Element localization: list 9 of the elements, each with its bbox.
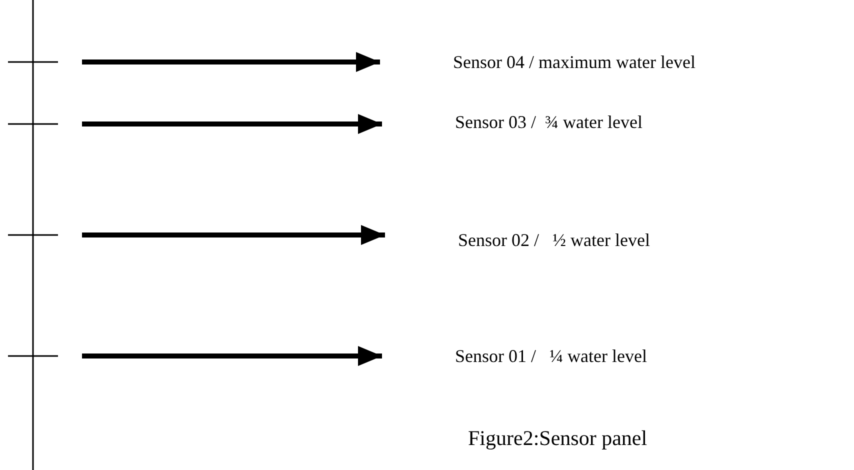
arrow (82, 52, 380, 72)
sensor-label: Sensor 02 / ½ water level (458, 229, 650, 251)
figure-caption: Figure2:Sensor panel (468, 426, 648, 451)
sensor-label: Sensor 03 / ¾ water level (455, 111, 642, 133)
arrow (82, 225, 385, 245)
sensor-label: Sensor 01 / ¼ water level (455, 345, 647, 367)
sensor-label: Sensor 04 / maximum water level (453, 51, 696, 73)
arrow (82, 114, 382, 134)
arrow (82, 346, 382, 366)
